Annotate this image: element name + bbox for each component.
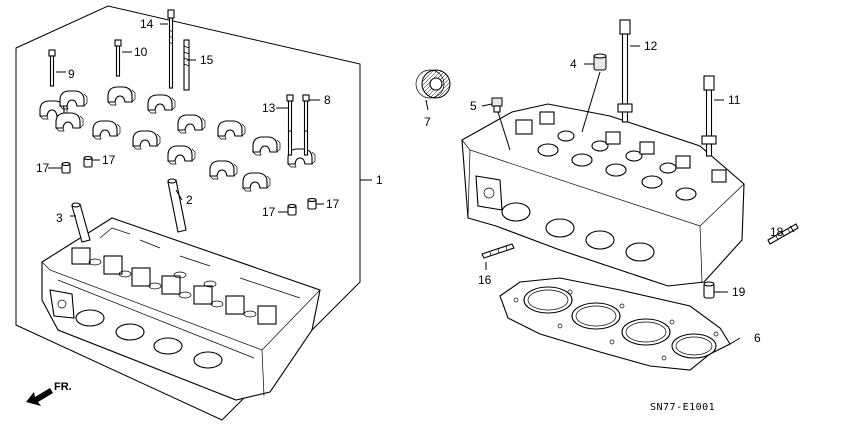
callout-18: 18 — [770, 225, 784, 239]
callout-16: 16 — [478, 273, 492, 287]
callout-5: 5 — [470, 99, 477, 113]
callout-11: 11 — [728, 93, 741, 107]
bolt-10 — [114, 39, 122, 77]
callout-4: 4 — [570, 57, 577, 71]
callout-15: 15 — [200, 53, 214, 67]
bolt-12 — [617, 19, 633, 123]
front-direction-arrow-icon: FR. — [26, 381, 72, 406]
dowel-17a — [61, 161, 71, 174]
callout-17a: 17 — [36, 161, 50, 175]
callout-17b: 17 — [102, 153, 116, 167]
stud-15 — [183, 39, 190, 91]
dowel-19 — [703, 281, 715, 299]
callout-7: 7 — [424, 115, 431, 129]
callout-14: 14 — [140, 17, 154, 31]
callout-13: 13 — [262, 101, 276, 115]
callout-19: 19 — [732, 285, 746, 299]
callout-10: 10 — [134, 45, 148, 59]
bolt-5 — [491, 97, 503, 113]
guide-2 — [167, 178, 187, 233]
assembly-frame — [15, 5, 361, 421]
drawing-code: SN77-E1001 — [650, 402, 715, 413]
callout-9: 9 — [68, 67, 75, 81]
stud-16 — [481, 243, 515, 259]
oil-seal-7 — [415, 69, 451, 99]
callout-17c: 17 — [262, 205, 276, 219]
callout-17d: 17 — [326, 197, 340, 211]
cylinder-head-left — [41, 217, 321, 401]
dowel-17c — [287, 203, 297, 216]
callout-8: 8 — [324, 93, 331, 107]
head-gasket-6 — [499, 277, 731, 371]
cylinder-head-right — [461, 103, 745, 287]
cap-nut-4 — [593, 53, 607, 71]
bolt-11 — [701, 75, 717, 157]
stud-18 — [767, 223, 799, 245]
bolt-8 — [302, 94, 310, 156]
bolt-9 — [48, 49, 56, 87]
callout-12: 12 — [644, 39, 658, 53]
bolt-13 — [286, 94, 294, 156]
stud-14 — [167, 9, 175, 89]
callout-6: 6 — [754, 331, 761, 345]
callout-1: 1 — [376, 173, 383, 187]
callout-2: 2 — [186, 193, 193, 207]
dowel-17b — [83, 155, 93, 168]
front-label: FR. — [54, 381, 72, 393]
guide-3 — [71, 202, 91, 243]
callout-3: 3 — [56, 211, 63, 225]
dowel-17d — [307, 197, 317, 210]
